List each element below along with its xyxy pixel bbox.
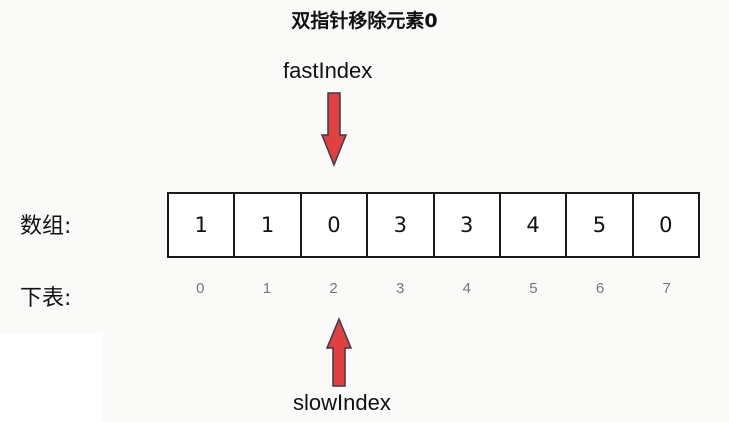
index-value: 7 xyxy=(662,280,671,297)
white-background-patch xyxy=(0,333,102,422)
array-cell: 5 xyxy=(567,194,634,256)
index-value: 3 xyxy=(396,280,405,297)
index-value: 5 xyxy=(529,280,538,297)
array-cell: 4 xyxy=(501,194,568,256)
array-cell: 3 xyxy=(368,194,435,256)
index-value: 1 xyxy=(262,280,272,297)
slow-index-label: slowIndex xyxy=(293,390,391,415)
fast-index-label: fastIndex xyxy=(283,58,373,83)
array-cell: 0 xyxy=(659,213,673,237)
index-value: 0 xyxy=(196,280,205,297)
array-container: 1 1 0 3 3 4 5 0 xyxy=(167,192,700,258)
index-row-label: 下表: xyxy=(20,286,72,311)
index-value: 6 xyxy=(595,280,605,297)
array-cell: 0 xyxy=(302,194,369,256)
arrow-up-icon xyxy=(325,317,353,387)
array-cell: 3 xyxy=(435,194,501,256)
diagram-title: 双指针移除元素0 xyxy=(291,10,438,32)
array-cell: 1 xyxy=(169,194,236,256)
index-row: 0 1 2 3 4 5 6 7 xyxy=(167,280,700,304)
index-value: 4 xyxy=(462,280,471,297)
array-row-label: 数组: xyxy=(20,214,72,239)
index-value: 2 xyxy=(329,280,338,297)
array-cell: 1 xyxy=(235,194,302,256)
arrow-down-icon xyxy=(320,92,348,168)
